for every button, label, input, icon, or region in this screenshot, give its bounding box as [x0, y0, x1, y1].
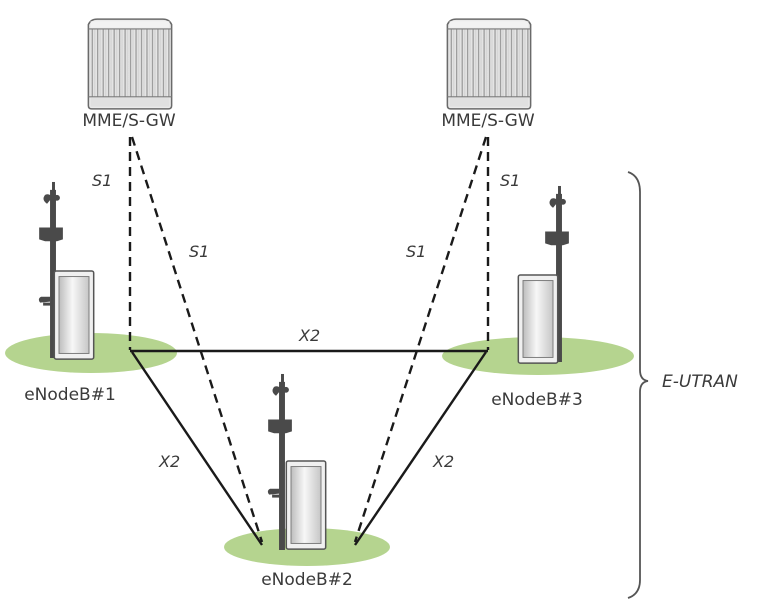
server-icon — [87, 18, 173, 110]
e-utran-label: E-UTRAN — [662, 372, 738, 392]
e-utran-brace — [627, 171, 649, 599]
cabinet-icon — [285, 460, 327, 550]
cabinet-icon — [517, 274, 559, 364]
enodeb-label-2: eNodeB#2 — [261, 570, 353, 590]
server-icon — [446, 18, 532, 110]
s1-link-mme1-enb2 — [130, 136, 264, 543]
s1-link-mme2-enb2 — [353, 136, 488, 543]
enodeb-2: eNodeB#2 — [261, 373, 353, 590]
mme-node-1: MME/S-GW — [82, 18, 176, 131]
s1-label-mme1-enb1: S1 — [92, 171, 112, 190]
x2-link-enb3-enb2 — [354, 351, 487, 546]
enodeb-label-3: eNodeB#3 — [491, 390, 583, 410]
enodeb-3: eNodeB#3 — [491, 185, 583, 410]
mme-label-1: MME/S-GW — [82, 111, 176, 131]
mme-node-2: MME/S-GW — [441, 18, 535, 131]
s1-label-mme2-enb3: S1 — [500, 171, 520, 190]
mme-label-2: MME/S-GW — [441, 111, 535, 131]
cabinet-icon — [53, 270, 95, 360]
enodeb-1: eNodeB#1 — [24, 181, 116, 405]
x2-label-enb3-enb2: X2 — [432, 452, 454, 471]
x2-link-enb1-enb2 — [131, 351, 263, 546]
x2-label-enb1-enb3: X2 — [298, 326, 320, 345]
s1-label-mme2-enb2: S1 — [406, 242, 426, 261]
enodeb-label-1: eNodeB#1 — [24, 385, 116, 405]
x2-label-enb1-enb2: X2 — [158, 452, 180, 471]
s1-label-mme1-enb2: S1 — [189, 242, 209, 261]
